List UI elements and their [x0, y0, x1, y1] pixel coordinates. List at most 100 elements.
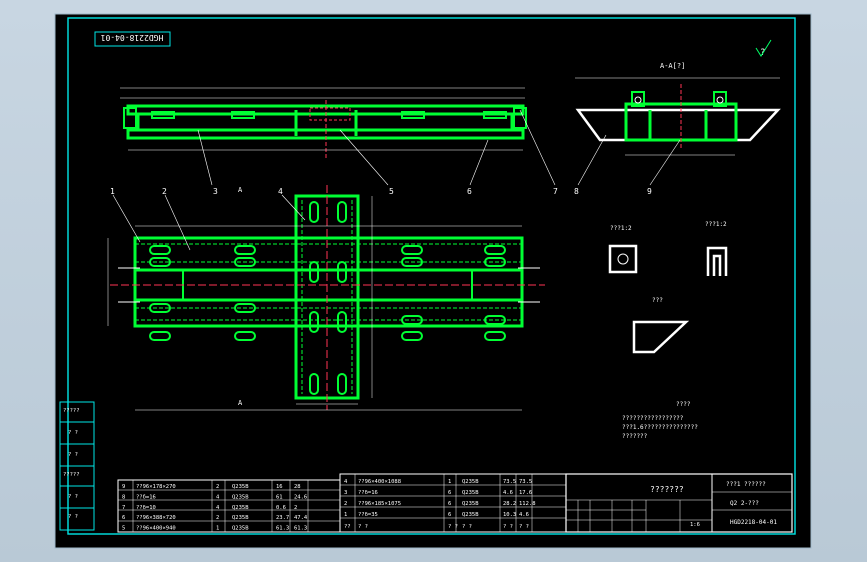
- bom-left-no: 9: [122, 484, 125, 490]
- callout-9: 9: [647, 187, 652, 196]
- bom-left-name: ??δ=16: [136, 494, 156, 500]
- bom-right-name: ??96×185×1075: [358, 501, 401, 507]
- bom-header-cell: ? ?: [358, 524, 368, 530]
- bom-right-w1: 10.3: [503, 512, 516, 518]
- bom-right-no: 2: [344, 501, 347, 507]
- bom-left-name: ??96×388×720: [136, 515, 176, 521]
- bom-right-no: 4: [344, 479, 348, 485]
- detail-views: ???1:2 ???1:2 ???: [608, 221, 728, 354]
- plan-view: A A: [107, 185, 545, 411]
- bom-left-no: 5: [122, 526, 125, 532]
- technical-notes: ???? ????????????????? ???1.6???????????…: [622, 401, 698, 440]
- strip-cell-5: ? ?: [68, 494, 78, 500]
- bom-right-w2: 112.8: [519, 501, 536, 507]
- bom-right-qty: 6: [448, 490, 451, 496]
- notes-line-3: ???????: [622, 433, 648, 440]
- bom-left-w2: 61.3: [294, 526, 307, 532]
- callout-8: 8: [574, 187, 579, 196]
- title-material: Q2 2-???: [730, 500, 759, 507]
- title-school: ???1 ??????: [726, 481, 766, 488]
- bom-right-w2: 73.5: [519, 479, 532, 485]
- bom-left-mat: Q235B: [232, 526, 249, 532]
- bom-left-mat: Q235B: [232, 494, 249, 500]
- bom-left-qty: 2: [216, 484, 219, 490]
- section-marker-a-top: A: [238, 186, 243, 194]
- title-drawing-number: HGD2218-04-01: [730, 519, 777, 526]
- bom-left-mat: Q235B: [232, 484, 249, 490]
- bom-left-w1: 16: [276, 484, 283, 490]
- detail-label-2: ???1:2: [705, 221, 727, 228]
- bom-right-mat: Q235B: [462, 490, 479, 496]
- title-name: ???????: [650, 485, 684, 494]
- bom-left-w2: 2: [294, 505, 297, 511]
- strip-cell-4: ?????: [63, 472, 80, 478]
- bom-left-w2: 24.6: [294, 494, 307, 500]
- number-box-top: [94, 31, 171, 47]
- title-block: ??????? ???1 ?????? Q2 2-??? HGD2218-04-…: [565, 473, 793, 533]
- section-view-aa: A-A[?]: [575, 62, 781, 156]
- strip-cell-1: ?????: [63, 408, 80, 414]
- bom-left-name: ??δ=10: [136, 505, 156, 511]
- notes-line-1: ?????????????????: [622, 415, 684, 422]
- bom-header-cell: ? ?: [503, 524, 513, 530]
- callout-2: 2: [162, 187, 167, 196]
- bom-right-w1: 28.2: [503, 501, 516, 507]
- bom-right-no: 1: [344, 512, 347, 518]
- bom-left-qty: 1: [216, 526, 219, 532]
- bom-left-mat: Q235B: [232, 505, 249, 511]
- bom-right-qty: 6: [448, 501, 451, 507]
- bom-right-w1: 73.5: [503, 479, 516, 485]
- bom-left-qty: 4: [216, 505, 220, 511]
- callout-leaders: [112, 109, 681, 251]
- border-frame: [67, 17, 796, 535]
- callout-1: 1: [110, 187, 115, 196]
- callout-3: 3: [213, 187, 218, 196]
- bom-header-cell: ? ?: [519, 524, 529, 530]
- callout-5: 5: [389, 187, 394, 196]
- bom-left-w1: 0.6: [276, 505, 286, 511]
- drawing-sheet: [54, 13, 812, 549]
- bom-header-cell: ? ?: [448, 524, 458, 530]
- bom-left-qty: 2: [216, 515, 219, 521]
- bom-right-mat: Q235B: [462, 512, 479, 518]
- bom-left-qty: 4: [216, 494, 220, 500]
- notes-line-2: ???1.6???????????????: [622, 424, 698, 431]
- bom-right-w2: 4.6: [519, 512, 529, 518]
- bom-left-name: ??96×400×940: [136, 526, 176, 532]
- roughness-icon: [755, 39, 772, 57]
- bom-right-no: 3: [344, 490, 347, 496]
- section-marker-a-bottom: A: [238, 399, 243, 407]
- bom-right-w2: 17.6: [519, 490, 532, 496]
- callout-4: 4: [278, 187, 283, 196]
- notes-title: ????: [676, 401, 691, 408]
- section-aa-label: A-A[?]: [660, 62, 685, 70]
- strip-cell-6: ? ?: [68, 514, 78, 520]
- bom-right-qty: 6: [448, 512, 451, 518]
- bom-header-cell: ??: [344, 524, 351, 530]
- bom-left-name: ??96×178×270: [136, 484, 176, 490]
- left-revision-strip: ????? ? ? ? ? ????? ? ? ? ?: [59, 401, 95, 531]
- bom-right-mat: Q235B: [462, 479, 479, 485]
- bom-header-cell: ? ?: [462, 524, 472, 530]
- bom-right-name: ??96×400×1088: [358, 479, 401, 485]
- bom-right-name: ??δ=16: [358, 490, 378, 496]
- bom-right-name: ??δ=35: [358, 512, 378, 518]
- strip-cell-2: ? ?: [68, 430, 78, 436]
- bom-left-mat: Q235B: [232, 515, 249, 521]
- callout-numbers: 1 2 3 4 5 6 7 8 9: [110, 187, 652, 196]
- callout-7: 7: [553, 187, 558, 196]
- bom-right-mat: Q235B: [462, 501, 479, 507]
- strip-cell-3: ? ?: [68, 452, 78, 458]
- bom-left-no: 6: [122, 515, 125, 521]
- bom-left-w1: 23.7: [276, 515, 289, 521]
- front-view: [120, 87, 527, 160]
- bom-left-w1: 61: [276, 494, 283, 500]
- bom-right-w1: 4.6: [503, 490, 513, 496]
- detail-label-1: ???1:2: [610, 225, 632, 232]
- drawing-number-top: HGD2218-04-01: [101, 33, 164, 42]
- bom-right-qty: 1: [448, 479, 451, 485]
